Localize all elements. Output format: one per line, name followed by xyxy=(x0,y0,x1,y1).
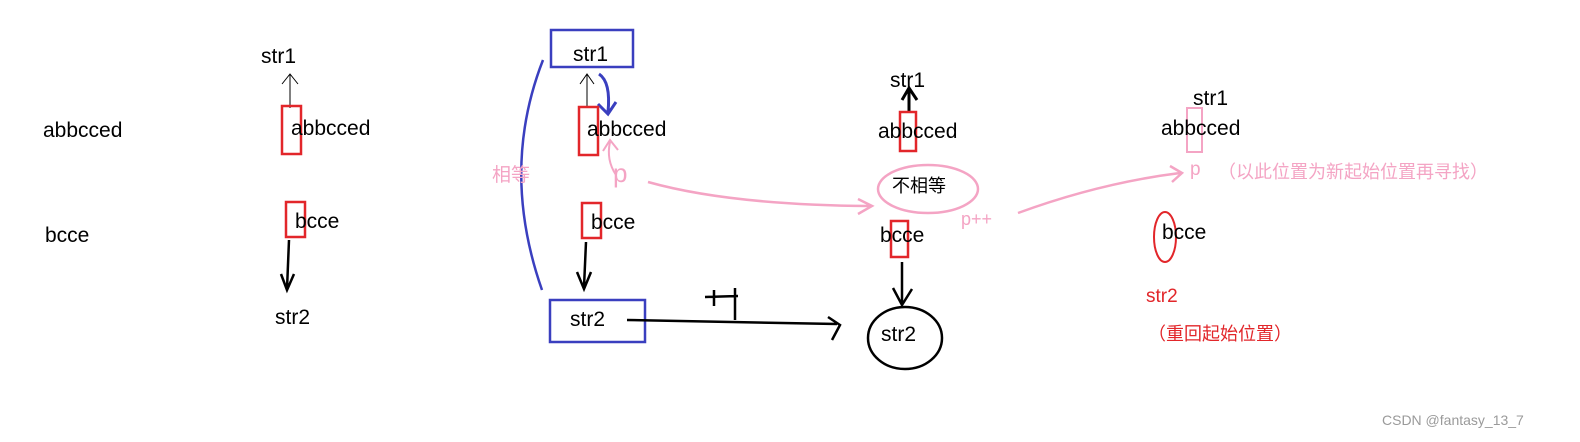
panel3-not-equal-note: 不相等 xyxy=(892,176,946,197)
panel4-str2-note: （重回起始位置） xyxy=(1148,324,1292,345)
panel2-str1-label: str1 xyxy=(573,43,609,66)
panel3-str1-arrow xyxy=(900,85,919,112)
panel3-p-increment: p++ xyxy=(961,209,993,229)
pink-long-arrow-1 xyxy=(647,180,875,216)
panel4-str1-label: str1 xyxy=(1193,87,1229,110)
panel2-str1-pointer-box xyxy=(577,105,600,157)
panel1-str1-text: abbcced xyxy=(291,117,371,140)
panel2-str2-text: bcce xyxy=(591,211,636,234)
panel2-plus-one-glyph xyxy=(704,288,739,320)
panel2-blue-pointer-arrow xyxy=(596,72,618,117)
panel4-str2-label: str2 xyxy=(1146,286,1178,307)
panel2-equal-bracket xyxy=(520,59,545,291)
panel2-strokes xyxy=(520,28,875,344)
panel2-plus-one-arrow xyxy=(626,315,842,341)
panel2-str1-thin-arrow xyxy=(579,73,595,108)
panel4-str1-text: abbcced xyxy=(1161,117,1241,140)
panel2-str2-arrow xyxy=(575,241,593,293)
panel2-str1-text: abbcced xyxy=(587,118,667,141)
panel4-str1-pointer-box xyxy=(1186,107,1203,153)
panel3-str2-arrow xyxy=(891,262,914,308)
panel4-strokes xyxy=(1153,107,1203,263)
pink-long-arrow-2 xyxy=(1017,164,1185,215)
panel3-str1-text: abbcced xyxy=(878,120,958,143)
panel2-str2-pointer-box xyxy=(580,201,603,240)
panel2-p-mark: p xyxy=(613,158,628,188)
watermark: CSDN @fantasy_13_7 xyxy=(1382,412,1524,428)
panel3-str1-label: str1 xyxy=(890,69,926,92)
panel4-p-mark: p xyxy=(1190,159,1201,180)
panel4-str2-text: bcce xyxy=(1162,221,1207,244)
panel2-pink-p-arrow xyxy=(602,138,619,176)
panel3-not-equal-oval xyxy=(876,163,980,215)
panel0-str1-text: abbcced xyxy=(43,119,123,142)
panel1-str2-pointer-box xyxy=(284,200,307,239)
panel1-str1-pointer-box xyxy=(280,104,303,156)
panel2-plus-one-label: +1 xyxy=(703,285,704,286)
panel1-str2-label: str2 xyxy=(275,306,311,329)
panel3-str2-text: bcce xyxy=(880,224,925,247)
panel1-str1-label: str1 xyxy=(261,45,297,68)
panel2-str2-label: str2 xyxy=(570,308,606,331)
panel1-str1-arrow xyxy=(281,73,299,108)
panel4-p-note: （以此位置为新起始位置再寻找） xyxy=(1218,162,1488,183)
panel4-str2-circle xyxy=(1153,211,1177,263)
panel3-strokes xyxy=(866,85,1185,371)
panel1-strokes xyxy=(279,73,307,294)
panel1-str2-arrow xyxy=(279,239,296,294)
panel3-str2-circle xyxy=(866,305,944,371)
panel1-str2-text: bcce xyxy=(295,210,340,233)
panel3-str2-label: str2 xyxy=(881,323,917,346)
panel0-str2-text: bcce xyxy=(45,224,90,247)
panel2-equal-note: 相等 xyxy=(492,164,531,186)
panel3-str1-pointer-box xyxy=(898,110,918,153)
panel3-str2-pointer-box xyxy=(889,219,910,259)
panel2-str1-box xyxy=(549,28,635,69)
